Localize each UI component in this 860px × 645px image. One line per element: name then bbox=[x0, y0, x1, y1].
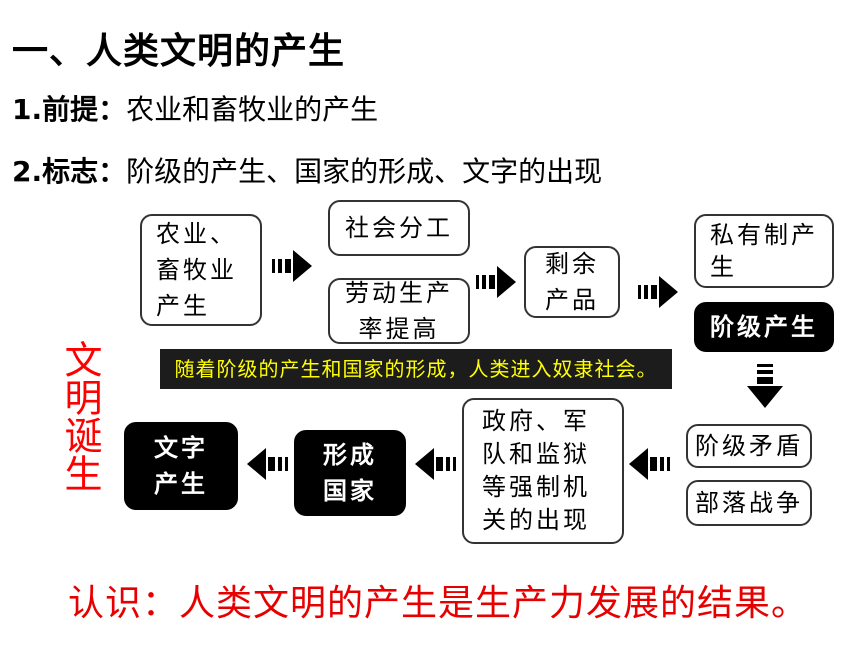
box-surplus: 剩余 产品 bbox=[524, 246, 620, 318]
box-class-conflict: 阶级矛盾 bbox=[686, 424, 812, 468]
arrow-left-icon bbox=[629, 448, 670, 480]
premise-line: 1.前提：农业和畜牧业的产生 bbox=[12, 88, 378, 128]
box-class-emergence: 阶级产生 bbox=[694, 302, 834, 352]
slavery-society-banner: 随着阶级的产生和国家的形成，人类进入奴隶社会。 bbox=[160, 349, 672, 389]
box-productivity: 劳动生产 率提高 bbox=[328, 278, 470, 344]
arrow-left-icon bbox=[415, 448, 456, 480]
arrow-right-icon bbox=[638, 276, 678, 308]
box-state-formation: 形成 国家 bbox=[294, 430, 406, 516]
arrow-right-icon bbox=[272, 250, 312, 282]
box-private-ownership: 私有制产 生 bbox=[694, 214, 834, 288]
box-agriculture: 农业、 畜牧业 产生 bbox=[140, 214, 262, 326]
arrow-down-icon bbox=[747, 364, 783, 408]
premise-text: 农业和畜牧业的产生 bbox=[126, 93, 379, 126]
box-coercive-organs: 政府、军 队和监狱 等强制机 关的出现 bbox=[462, 398, 624, 544]
box-tribal-war: 部落战争 bbox=[686, 480, 812, 526]
arrow-right-icon bbox=[476, 266, 516, 298]
civilization-vertical-text: 文明诞生 bbox=[58, 340, 102, 492]
box-writing-emergence: 文字 产生 bbox=[124, 422, 238, 510]
box-social-division: 社会分工 bbox=[328, 200, 470, 256]
premise-label: 1.前提： bbox=[12, 93, 127, 126]
page-heading: 一、人类文明的产生 bbox=[12, 31, 346, 72]
arrow-left-icon bbox=[247, 448, 288, 480]
conclusion-text: 认识：人类文明的产生是生产力发展的结果。 bbox=[68, 583, 809, 624]
sign-label: 2.标志： bbox=[12, 155, 127, 188]
sign-text: 阶级的产生、国家的形成、文字的出现 bbox=[126, 155, 603, 188]
sign-line: 2.标志：阶级的产生、国家的形成、文字的出现 bbox=[12, 150, 602, 190]
